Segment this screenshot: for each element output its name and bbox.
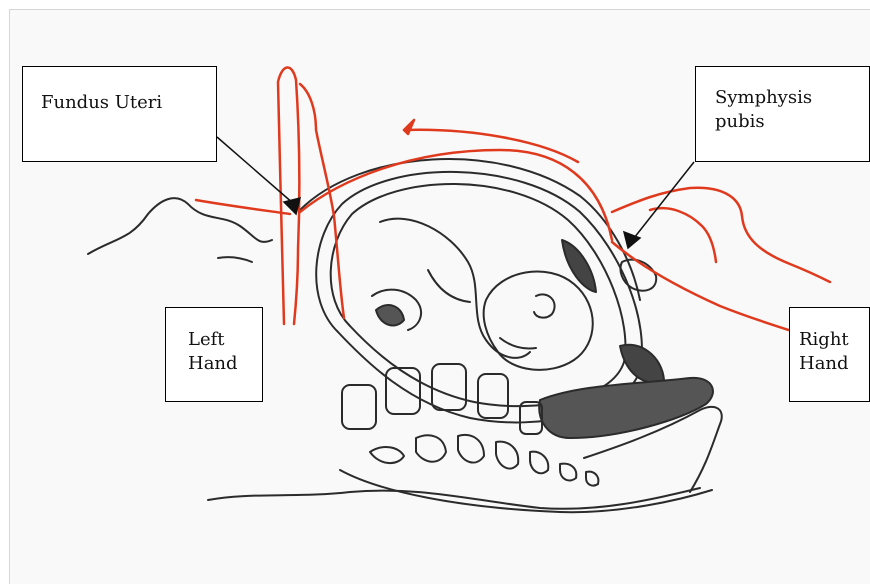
fetus-head: [484, 271, 593, 369]
right-hand-text-line1: Right: [799, 328, 869, 352]
left-hand-thumb: [196, 200, 290, 214]
back-outline: [208, 488, 700, 509]
fetus-ear: [534, 294, 555, 317]
dark-patch-left: [376, 305, 404, 325]
maternal-arm-line: [218, 257, 252, 262]
umbilical-line: [500, 338, 536, 349]
fundus-pointer-line: [217, 137, 294, 204]
right-hand-label: Right Hand: [789, 307, 870, 402]
fetus-back: [380, 219, 530, 358]
left-hand-text-line2: Hand: [188, 352, 262, 376]
dark-patch-lower: [620, 345, 664, 383]
right-hand-text-line2: Hand: [799, 352, 869, 376]
left-hand-label: Left Hand: [165, 307, 263, 402]
symphysis-text-line2: pubis: [715, 110, 869, 134]
left-hand-outline-front: [278, 67, 299, 324]
bowel-mass: [539, 378, 713, 438]
abdomen-red-contour: [300, 150, 612, 240]
symphysis-pubis-label: Symphysis pubis: [695, 66, 870, 162]
fetus-arm: [428, 270, 470, 302]
fundus-uteri-text: Fundus Uteri: [41, 91, 216, 115]
vertebrae-upper: [342, 364, 542, 434]
palpation-arrowhead: [404, 120, 414, 134]
fundus-uteri-label: Fundus Uteri: [22, 66, 217, 162]
right-hand-outline: [612, 188, 830, 282]
left-hand-outline-back: [300, 84, 344, 318]
symphysis-bone: [620, 260, 656, 291]
symphysis-text-line1: Symphysis: [715, 86, 869, 110]
left-hand-text-line1: Left: [188, 328, 262, 352]
fundus-pointer-head: [284, 198, 300, 214]
vertebrae-lower: [370, 435, 598, 486]
right-hand-fingers: [650, 208, 716, 262]
